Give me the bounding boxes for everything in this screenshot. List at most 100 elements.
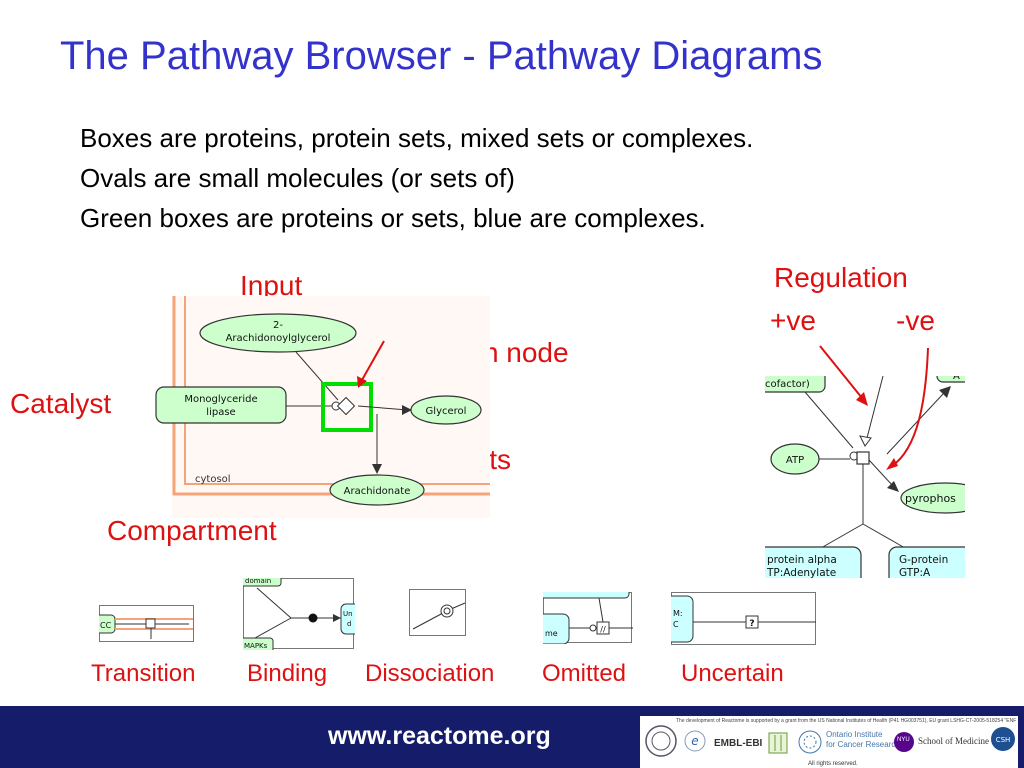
binding-complex-label-1: Un bbox=[343, 610, 353, 618]
dissociation-inner-circle bbox=[443, 607, 451, 615]
bullet-boxes: Boxes are proteins, protein sets, mixed … bbox=[80, 123, 754, 153]
output-arachidonate[interactable] bbox=[329, 474, 425, 506]
uncertain-node-label-1: M: bbox=[673, 609, 683, 618]
e-logo-icon: e bbox=[684, 730, 706, 752]
pyrophosphate-molecule[interactable] bbox=[900, 482, 965, 514]
input-molecule-2-arachidonoylglycerol[interactable] bbox=[199, 313, 357, 353]
uncertain-label: Uncertain bbox=[681, 660, 784, 687]
uncertain-frame bbox=[671, 592, 816, 645]
regulation-label: Regulation bbox=[774, 262, 908, 293]
binding-example: domain MAPKs Un d bbox=[243, 578, 355, 650]
uncertain-symbol: ? bbox=[749, 619, 754, 629]
cofactor-node[interactable] bbox=[765, 376, 826, 393]
binding-complex-label-2: d bbox=[347, 620, 351, 628]
dissociation-edge-out bbox=[450, 602, 466, 610]
omitted-input-edge bbox=[598, 597, 604, 623]
negative-regulation-label: -ve bbox=[896, 305, 935, 336]
output-glycerol-label: Glycerol bbox=[426, 406, 467, 417]
top-right-node-label: A bbox=[953, 376, 960, 382]
transition-node-label: CC bbox=[100, 621, 112, 630]
positive-regulation-head bbox=[859, 435, 872, 447]
binding-frame bbox=[243, 578, 354, 649]
transition-label: Transition bbox=[91, 660, 196, 687]
reaction-node[interactable] bbox=[336, 396, 356, 416]
output-arrowhead-top bbox=[939, 386, 951, 398]
uncertain-example: M: C ? bbox=[671, 592, 816, 645]
output-edge-top bbox=[886, 393, 944, 455]
compartment-name: cytosol bbox=[195, 474, 231, 485]
slide-title: The Pathway Browser - Pathway Diagrams bbox=[60, 34, 823, 78]
omitted-left-node bbox=[543, 613, 570, 644]
binding-top-node bbox=[243, 578, 282, 587]
uncertain-node-label-2: C bbox=[673, 620, 679, 629]
funding-credit: The development of Reactome is supported… bbox=[676, 718, 1016, 724]
complex-1-label-2: TP:Adenylate bbox=[766, 567, 836, 578]
regulation-diagram: cofactor) A ATP pyrophos protein alpha T… bbox=[765, 376, 965, 578]
cofactor-edge bbox=[804, 391, 854, 449]
nyu-logo-text: NYU bbox=[897, 737, 910, 743]
output-arrowhead-arachidonate bbox=[372, 464, 382, 474]
svg-text:CSH: CSH bbox=[996, 736, 1011, 744]
dissociation-frame bbox=[409, 589, 466, 636]
complex-1-label-1: protein alpha bbox=[767, 554, 837, 566]
transition-example: CC bbox=[99, 605, 194, 642]
catalyst-label: Catalyst bbox=[10, 388, 112, 419]
compartment-label: Compartment bbox=[107, 515, 277, 546]
nyu-mark-icon bbox=[894, 732, 914, 752]
omitted-example: me // bbox=[543, 592, 633, 644]
output-arrowhead-glycerol bbox=[402, 405, 412, 415]
atp-label: ATP bbox=[786, 455, 804, 466]
embl-ebi-mark-icon bbox=[768, 732, 788, 754]
dissociation-edge-in bbox=[412, 612, 444, 630]
footer-url-link[interactable]: www.reactome.org bbox=[328, 722, 551, 750]
complex-2-label-1: G-protein bbox=[899, 554, 948, 566]
positive-regulation-pointer bbox=[819, 345, 863, 399]
positive-regulation-label: +ve bbox=[770, 305, 816, 336]
positive-regulation-pointer-head bbox=[856, 392, 868, 406]
oicr-logo-line2: for Cancer Research bbox=[826, 740, 900, 749]
oicr-logo-line1: Ontario Institute bbox=[826, 730, 883, 739]
nyu-school-of-medicine-logo: School of Medicine bbox=[918, 736, 989, 746]
output-glycerol[interactable] bbox=[410, 395, 482, 425]
output-edge-glycerol bbox=[357, 405, 409, 411]
complex-edge-right bbox=[862, 523, 906, 549]
dissociation-label: Dissociation bbox=[365, 660, 495, 687]
output-arachidonate-label: Arachidonate bbox=[344, 486, 411, 497]
binding-edge-top bbox=[256, 587, 292, 619]
main-pathway-diagram: 2- Arachidonoylglycerol Monoglyceride li… bbox=[155, 296, 490, 518]
footer-bar: www.reactome.org The development of Reac… bbox=[0, 706, 1024, 768]
omitted-reaction-node bbox=[596, 621, 610, 635]
top-right-node[interactable] bbox=[936, 376, 965, 383]
cofactor-label: cofactor) bbox=[765, 379, 810, 390]
binding-reaction-node bbox=[308, 613, 318, 623]
omitted-catalysis-circle bbox=[589, 624, 597, 632]
bullet-ovals: Ovals are small molecules (or sets of) bbox=[80, 163, 515, 193]
omitted-top-node bbox=[543, 592, 630, 599]
complex-g-protein[interactable] bbox=[888, 546, 965, 578]
rights-notice: All rights reserved. bbox=[808, 761, 858, 767]
negative-regulation-pointer-head bbox=[886, 458, 898, 470]
omitted-symbol: // bbox=[600, 625, 606, 634]
input-edge bbox=[295, 351, 339, 401]
binding-label: Binding bbox=[247, 660, 328, 687]
regulator-edge bbox=[866, 376, 884, 439]
input-label: Input bbox=[240, 270, 303, 301]
nih-seal-icon bbox=[645, 725, 677, 757]
transition-reaction-node bbox=[145, 618, 156, 629]
binding-bottom-node-label: MAPKs bbox=[244, 642, 268, 650]
sponsor-logo-strip: The development of Reactome is supported… bbox=[640, 716, 1018, 768]
dissociation-example bbox=[409, 589, 466, 636]
catalyst-label-2: lipase bbox=[206, 407, 235, 418]
binding-top-node-label: domain bbox=[245, 578, 271, 585]
binding-arrowhead bbox=[333, 614, 341, 622]
uncertain-left-node bbox=[671, 595, 694, 643]
catalyst-monoglyceride-lipase[interactable] bbox=[155, 386, 287, 424]
svg-text:e: e bbox=[691, 734, 698, 748]
regulation-pointers bbox=[819, 345, 929, 470]
cshl-logo-icon: CSH bbox=[991, 727, 1015, 751]
complex-protein-alpha[interactable] bbox=[765, 546, 862, 578]
bullet-colors: Green boxes are proteins or sets, blue a… bbox=[80, 203, 706, 233]
uncertain-reaction-node bbox=[745, 615, 759, 629]
oicr-globe-icon bbox=[798, 730, 822, 754]
catalyst-label-1: Monoglyceride bbox=[184, 394, 257, 405]
